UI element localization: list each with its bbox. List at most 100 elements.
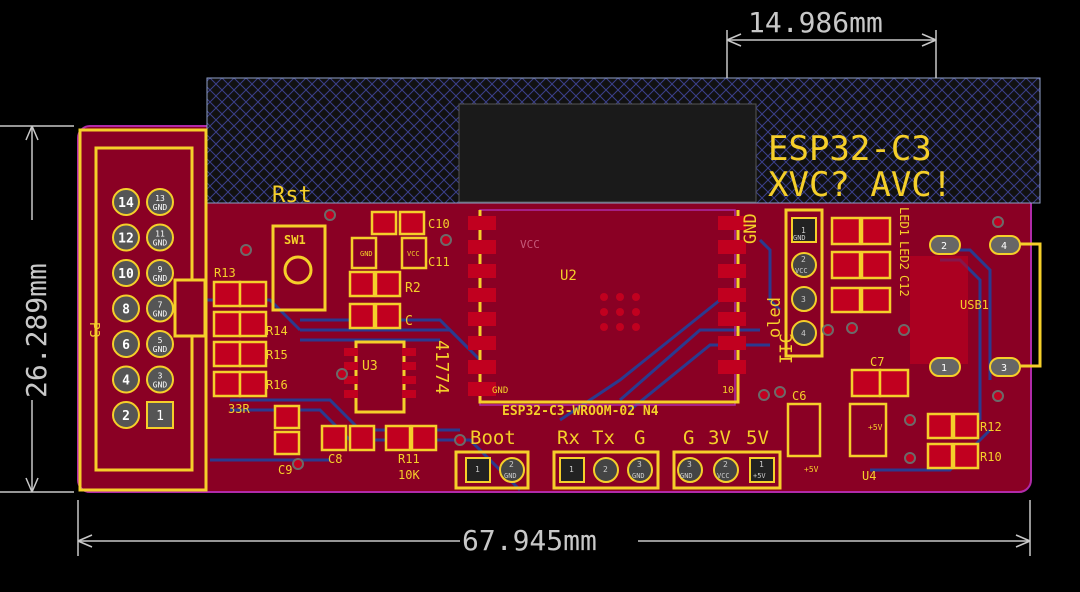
r13-label: R13: [214, 266, 236, 280]
usb-pin3: 3: [1001, 363, 1007, 374]
oled-label: oled: [765, 297, 785, 338]
header-boot[interactable]: Boot 1 2 GND: [454, 427, 530, 490]
p3-pin-left: [112, 365, 140, 394]
width-dim-bg: [460, 522, 638, 556]
module-name: ESP32-C3-WROOM-02 N4: [502, 404, 659, 419]
c10-label: C10: [428, 217, 450, 231]
antenna-dim-bg: [744, 6, 920, 38]
rst-label: Rst: [272, 183, 312, 208]
power-pin3: 3: [687, 460, 692, 469]
p3-pin-right: [146, 188, 174, 216]
led1-label: LED1: [897, 207, 911, 236]
p3-pin-right: [146, 259, 174, 287]
oled-pin3: 3: [801, 295, 806, 304]
c12-label: C12: [897, 275, 911, 297]
header-power[interactable]: G 3V 5V 3 GND 2 VCC 1 +5V: [672, 427, 782, 490]
oled-pin2: 2: [801, 255, 806, 264]
power-label-3v: 3V: [708, 427, 731, 449]
power-pin1-net: +5V: [753, 472, 766, 480]
ic-u3: U3 41774: [344, 340, 452, 414]
p3-pin-left: [112, 330, 140, 358]
p3-pin-left-label: 4: [122, 374, 130, 389]
u4-label: U4: [862, 469, 876, 483]
usb1-label: USB1: [960, 298, 989, 312]
boot-pin2-net: GND: [504, 472, 517, 480]
usb1-connector[interactable]: 2 4 1 3 USB1: [910, 235, 1042, 377]
p3-pin-left: [112, 259, 140, 287]
p3-pin-left: [112, 294, 140, 323]
r15-label: R15: [266, 348, 288, 362]
resistor-array: [212, 280, 268, 398]
p3-pin-left: [112, 401, 140, 429]
p3-pin-left: [112, 188, 140, 216]
p3-pin-left-label: 8: [122, 303, 130, 318]
oled-pin1: 1: [801, 226, 806, 235]
dim-height: 26.289mm: [20, 263, 53, 398]
dim-width: 67.945mm: [462, 524, 597, 557]
sw1-ref: SW1: [284, 233, 306, 247]
capacitor-c11-outline: [350, 236, 428, 270]
p3-pin-right-label: 13: [155, 194, 165, 203]
capacitor-c8: [320, 424, 376, 452]
dim-antenna: 14.986mm: [748, 6, 883, 39]
boot-pin1: 1: [475, 465, 480, 474]
module-antenna: [458, 103, 757, 203]
header-uart[interactable]: Rx Tx G 1 2 3 GND: [552, 427, 660, 490]
uart-label-tx: Tx: [592, 427, 615, 449]
r11-label: R11: [398, 452, 420, 466]
r12-label: R12: [980, 420, 1002, 434]
uart-label-g: G: [634, 427, 645, 449]
power-label-5v: 5V: [746, 427, 769, 449]
p3-pin-left-label: 14: [118, 196, 134, 211]
oled-pin2-net: VCC: [795, 267, 808, 275]
p3-pin-right-label: 11: [155, 230, 165, 239]
r10-label: R10: [980, 450, 1002, 464]
switch-sw1[interactable]: SW1 Rst: [271, 183, 327, 312]
r33-label: 33R: [228, 402, 250, 416]
p3-pin-right-label: 7: [158, 301, 163, 310]
net-vcc-label: VCC: [520, 238, 540, 251]
leds: [830, 216, 892, 314]
u3-value: 41774: [431, 340, 452, 394]
p3-pin-left-label: 6: [122, 338, 130, 353]
resistors-r12-r10: [926, 412, 980, 470]
connector-p3[interactable]: P3: [78, 128, 208, 492]
p3-pin-left-label: 10: [118, 267, 134, 282]
p3-pin-right-net: GND: [153, 310, 168, 319]
u4-net: +5V: [868, 423, 883, 432]
p3-pin-right: [146, 401, 174, 429]
p3-pin-right: [146, 294, 174, 323]
c11-label: C11: [428, 255, 450, 269]
uart-pin3-net: GND: [632, 472, 645, 480]
module-pads-right: [718, 216, 746, 374]
c9-label: C9: [278, 463, 292, 477]
c6-net: +5V: [804, 465, 819, 474]
p3-pin-right-label: 1: [156, 409, 164, 424]
resistor-r2: [348, 270, 402, 330]
c7-label: C7: [870, 355, 884, 369]
board-title-line2: XVC? AVC!: [768, 165, 952, 205]
r11-value: 10K: [398, 468, 420, 482]
c6-label: C6: [792, 389, 806, 403]
oled-pin1-net: GND: [793, 234, 806, 242]
module-pin-gnd: GND: [492, 386, 508, 396]
c11-pin-vcc: VCC: [407, 250, 420, 258]
uart-pin3: 3: [637, 460, 642, 469]
p3-pin-left: [112, 223, 140, 252]
u3-ref: U3: [362, 359, 378, 374]
p3-pin-right: [146, 365, 174, 394]
module-pin-10: 10: [722, 385, 734, 396]
capacitor-c6: C6 +5V: [786, 389, 822, 474]
capacitor-c7: [850, 368, 910, 398]
p3-pin-right-label: 3: [158, 372, 163, 381]
r14-label: R14: [266, 324, 288, 338]
capacitor-c9: [273, 404, 301, 456]
led2-label: LED2: [897, 241, 911, 270]
p3-ref: P3: [86, 322, 101, 338]
p3-pin-right: [146, 330, 174, 358]
header-oled[interactable]: 1 GND 2 VCC 3 4 GND oled IIC: [741, 208, 824, 364]
module-ref: U2: [560, 268, 577, 284]
oled-gnd-label: GND: [741, 213, 761, 244]
